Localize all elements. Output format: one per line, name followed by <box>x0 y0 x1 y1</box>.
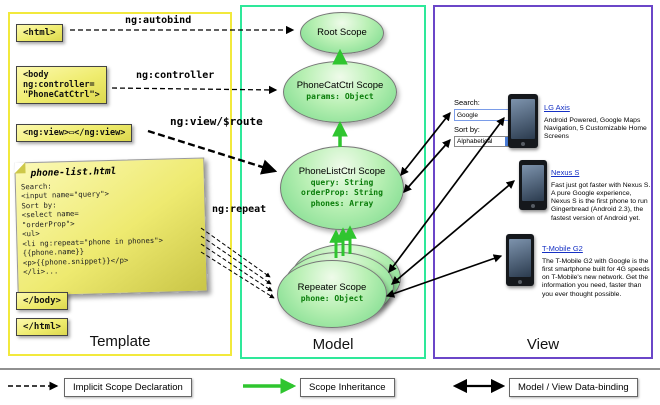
view-panel: Search: Sort by: Alphabetical ▼ LG Axis … <box>433 5 653 359</box>
ng-view-route-label: ng:view/$route <box>170 115 263 128</box>
search-label: Search: <box>454 98 480 107</box>
template-panel-label: Template <box>89 333 151 350</box>
search-input[interactable] <box>454 109 514 121</box>
model-panel-label: Model <box>312 336 354 353</box>
scope-prop: orderProp: String <box>301 188 383 198</box>
legend-inheritance-label: Scope Inheritance <box>300 378 395 397</box>
phone-name-link[interactable]: T-Mobile G2 <box>542 244 583 253</box>
sort-select[interactable]: Alphabetical ▼ <box>454 136 516 147</box>
scope-title: Root Scope <box>317 26 367 38</box>
phone-name-link[interactable]: LG Axis <box>544 103 570 112</box>
scope-prop: phone: Object <box>300 294 364 304</box>
phonelist-scope-ellipse: PhoneListCtrl Scope query: String orderP… <box>280 146 404 230</box>
legend-implicit-label: Implicit Scope Declaration <box>64 378 192 397</box>
legend-binding-label: Model / View Data-binding <box>509 378 638 397</box>
phone-image <box>519 160 547 210</box>
phone-image <box>506 234 534 286</box>
phone-description: The T-Mobile G2 with Google is the first… <box>542 258 650 298</box>
sort-select-value: Alphabetical <box>457 138 493 145</box>
phone-list-note: phone-list.html Search: <input name="que… <box>14 157 208 297</box>
scope-title: PhoneCatCtrl Scope <box>296 80 384 92</box>
phone-description: Fast just got faster with Nexus S. A pur… <box>551 182 651 222</box>
root-scope-ellipse: Root Scope <box>300 12 384 54</box>
phonecat-scope-ellipse: PhoneCatCtrl Scope params: Object <box>283 61 397 123</box>
ng-autobind-label: ng:autobind <box>125 15 192 26</box>
scope-title: Repeater Scope <box>297 282 367 294</box>
ng-controller-label: ng:controller <box>136 70 215 81</box>
scope-title: PhoneListCtrl Scope <box>298 166 386 178</box>
phone-image <box>508 94 538 148</box>
phone-description: Android Powered, Google Maps Navigation,… <box>544 117 647 141</box>
template-panel: <html> <body ng:controller= "PhoneCatCtr… <box>8 12 232 356</box>
phone-entry: T-Mobile G2 The T-Mobile G2 with Google … <box>542 238 650 299</box>
scope-prop: params: Object <box>306 92 374 102</box>
phone-entry: LG Axis Android Powered, Google Maps Nav… <box>544 97 650 141</box>
body-close-tag: </body> <box>16 292 68 310</box>
view-panel-label: View <box>526 336 560 353</box>
scope-prop: phones: Array <box>310 198 374 208</box>
note-title: phone-list.html <box>30 165 117 180</box>
body-open-tag: <body ng:controller= "PhoneCatCtrl"> <box>16 66 107 104</box>
phone-name-link[interactable]: Nexus S <box>551 168 580 177</box>
sort-label: Sort by: <box>454 125 480 134</box>
ng-view-tag: <ng:view>▭</ng:view> <box>16 124 133 142</box>
phone-entry: Nexus S Fast just got faster with Nexus … <box>551 162 651 223</box>
html-open-tag: <html> <box>16 24 63 42</box>
repeater-scope-ellipse: Repeater Scope phone: Object <box>277 260 387 328</box>
ng-repeat-label: ng:repeat <box>212 204 267 215</box>
model-panel: Root Scope PhoneCatCtrl Scope params: Ob… <box>240 5 426 359</box>
scope-prop: query: String <box>310 177 374 187</box>
html-close-tag: </html> <box>16 318 68 336</box>
